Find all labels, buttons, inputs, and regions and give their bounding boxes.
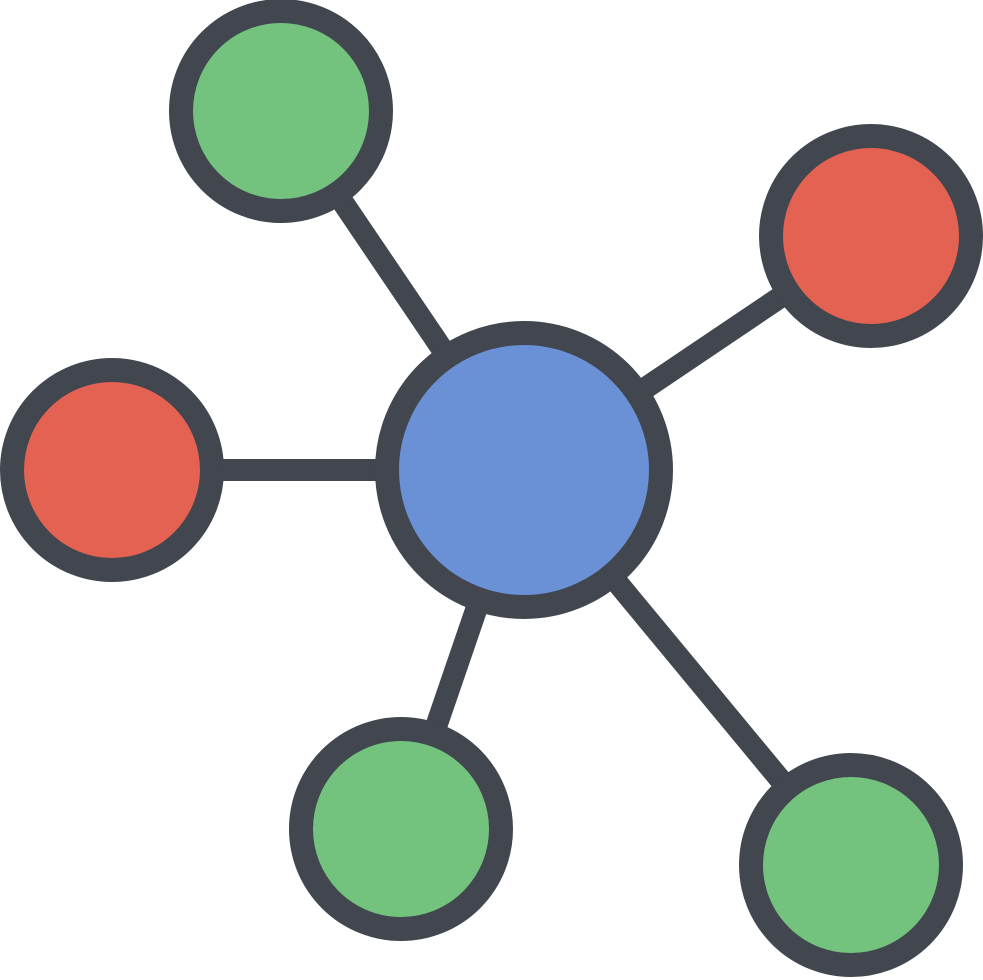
- node-bottom-left: [289, 717, 513, 941]
- hub-node: [375, 321, 673, 619]
- node-top-right: [759, 124, 983, 348]
- node-left: [0, 358, 224, 582]
- node-bottom-right: [739, 753, 963, 977]
- node-top-left: [169, 0, 393, 223]
